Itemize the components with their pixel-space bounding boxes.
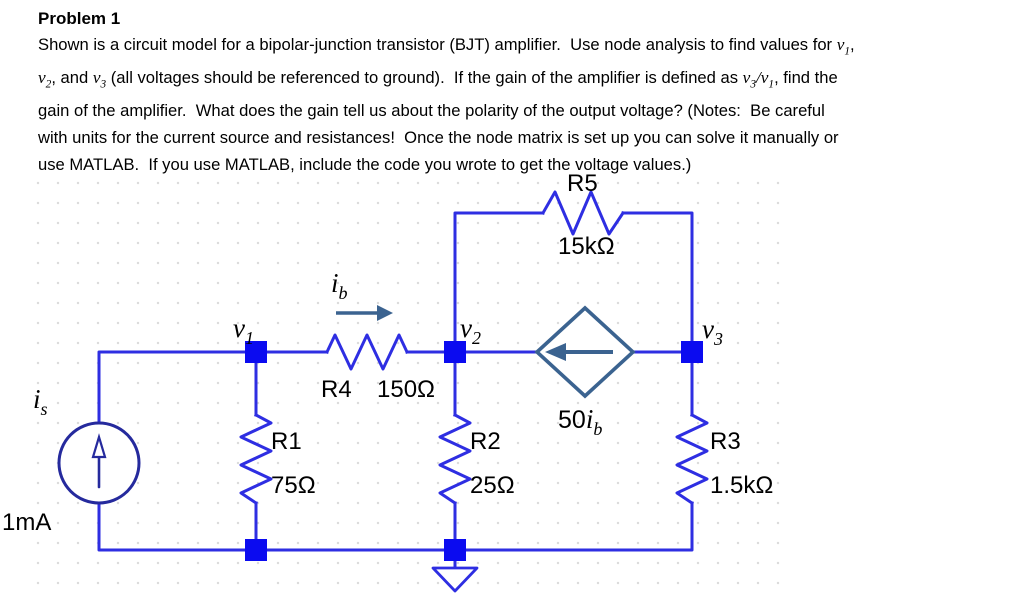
labels: v1 v2 v3 ib is 1mA 50ib R5 15kΩ R4 150Ω … (2, 170, 773, 536)
circuit-figure: v1 v2 v3 ib is 1mA 50ib R5 15kΩ R4 150Ω … (0, 165, 1024, 601)
label-r2-value: 25Ω (470, 472, 515, 499)
circuit-schematic: v1 v2 v3 ib is 1mA 50ib R5 15kΩ R4 150Ω … (2, 170, 773, 593)
grid-dots (28, 173, 784, 595)
label-dependent-source: 50ib (558, 404, 602, 439)
label-v2: v2 (460, 313, 481, 348)
problem-line: Shown is a circuit model for a bipolar-j… (38, 35, 855, 58)
label-r4-name: R4 (321, 376, 352, 403)
problem-lines: Shown is a circuit model for a bipolar-j… (38, 32, 1016, 179)
ground-triangle (431, 566, 479, 593)
resistor-r4 (325, 333, 409, 371)
resistor-r3 (675, 412, 709, 506)
resistors (239, 190, 709, 506)
resistor-r1 (239, 412, 273, 506)
ground-symbol (431, 559, 479, 593)
ib-arrow-head (377, 305, 393, 321)
wire-left-rail (97, 350, 329, 425)
resistor-r5 (540, 190, 626, 236)
label-r4-value: 150Ω (377, 376, 435, 403)
label-r5-name: R5 (567, 170, 598, 197)
dependent-source (534, 305, 636, 399)
node-square-v3 (681, 341, 703, 363)
problem-statement: Problem 1 Shown is a circuit model for a… (38, 5, 1016, 179)
label-ib: ib (331, 268, 348, 303)
problem-line: v2, and v3 (all voltages should be refer… (38, 68, 838, 91)
label-source-value: 1mA (2, 509, 51, 536)
label-r2-name: R2 (470, 428, 501, 455)
label-r1-value: 75Ω (271, 472, 316, 499)
label-r5-value: 15kΩ (558, 233, 615, 260)
label-r3-value: 1.5kΩ (710, 472, 773, 499)
node-squares (245, 341, 703, 561)
ib-arrow (336, 305, 393, 321)
problem-title: Problem 1 (38, 9, 121, 28)
node-square-v2 (444, 341, 466, 363)
wire-v3-riser (621, 211, 694, 354)
node-square-ground (444, 539, 466, 561)
label-v1: v1 (233, 313, 254, 348)
wire-v2-riser (453, 211, 545, 354)
problem-line: use MATLAB. If you use MATLAB, include t… (38, 155, 692, 175)
label-r1-name: R1 (271, 428, 302, 455)
problem-line: gain of the amplifier. What does the gai… (38, 101, 825, 121)
label-r3-name: R3 (710, 428, 741, 455)
resistor-r2 (438, 412, 472, 506)
label-is: is (33, 384, 48, 419)
problem-line: with units for the current source and re… (38, 128, 839, 148)
current-source (57, 421, 141, 505)
node-square-v1 (245, 341, 267, 363)
dependent-source-arrow-head (545, 343, 566, 361)
wire-bottom (97, 501, 694, 552)
node-square-bottom-r1 (245, 539, 267, 561)
current-source-arrow-head (91, 433, 107, 459)
label-v3: v3 (702, 314, 723, 349)
